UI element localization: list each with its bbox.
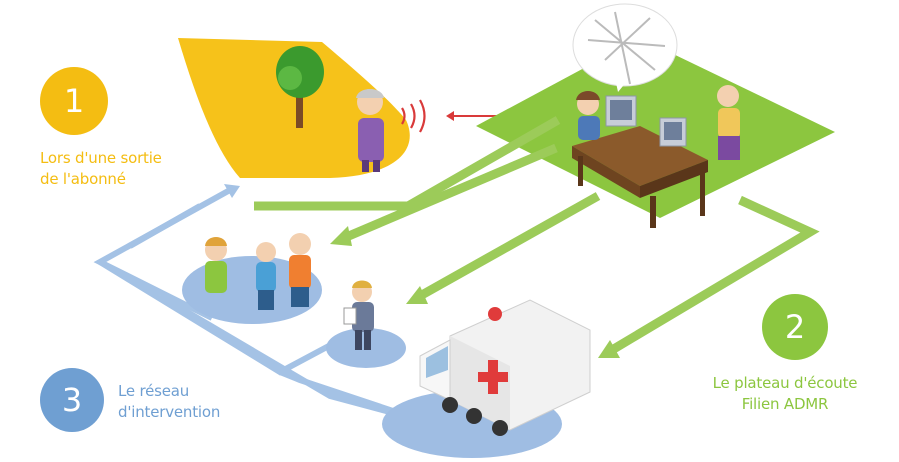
signal-waves-left-icon xyxy=(401,99,426,133)
blue-arrowhead xyxy=(224,184,240,198)
doctor-person-icon xyxy=(343,280,374,350)
green-platform-shape xyxy=(476,38,835,218)
elderly-person-icon xyxy=(356,89,384,172)
step-1-badge: 1 xyxy=(40,67,108,135)
family-group-icon xyxy=(205,233,311,310)
tree-icon xyxy=(276,46,324,128)
step-3-number: 3 xyxy=(61,381,83,419)
ambulance-icon xyxy=(419,299,591,436)
step-1-line-1: Lors d'une sortie xyxy=(40,149,162,167)
step-2-badge: 2 xyxy=(762,294,828,360)
supervisor-person-icon xyxy=(717,85,740,160)
step-2-number: 2 xyxy=(784,308,806,346)
step-3-label: Le réseau d'intervention xyxy=(118,381,220,423)
map-bubble-icon xyxy=(572,3,678,92)
step-1-number: 1 xyxy=(63,82,85,120)
desk-icon xyxy=(572,126,708,228)
operator-person-icon xyxy=(576,91,600,140)
step-1-line-2: de l'abonné xyxy=(40,170,126,188)
green-arrowheads xyxy=(330,226,620,358)
step-2-line-2: Filien ADMR xyxy=(741,395,829,413)
step-3-line-2: d'intervention xyxy=(118,403,221,421)
step-2-label: Le plateau d'écoute Filien ADMR xyxy=(700,373,870,415)
step-3-line-1: Le réseau xyxy=(118,382,190,400)
step-3-badge: 3 xyxy=(40,368,104,432)
computer-icon xyxy=(605,95,687,147)
step-1-label: Lors d'une sortie de l'abonné xyxy=(40,148,162,190)
yellow-path-shape xyxy=(178,38,410,178)
step-2-line-1: Le plateau d'écoute xyxy=(712,374,858,392)
green-arrows xyxy=(254,116,820,354)
